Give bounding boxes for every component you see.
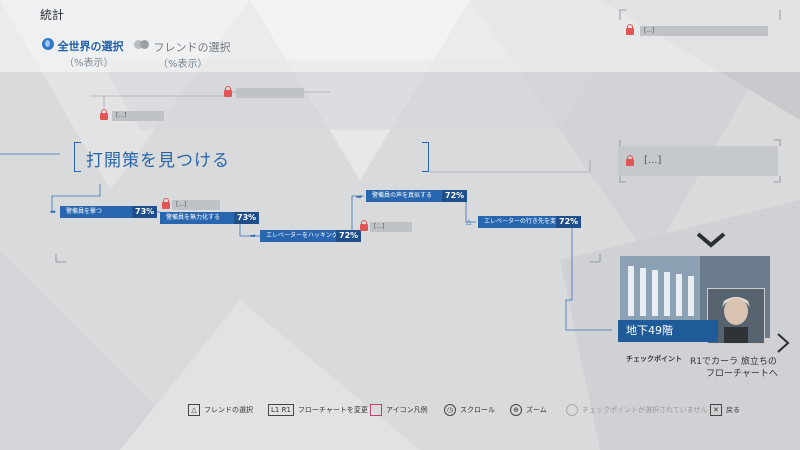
locked-node-left[interactable]: [...]: [112, 111, 164, 121]
arrow-icon: ➡: [250, 232, 256, 240]
node-mimic-guard[interactable]: 警備員の声を真似する: [366, 190, 444, 202]
friends-icon: [134, 38, 150, 51]
square-button-icon: [370, 404, 382, 416]
node-subdue-guard-pct: 73%: [234, 212, 260, 224]
checkpoint-location[interactable]: 地下49階: [618, 320, 718, 342]
heading-bracket-right: [422, 142, 429, 172]
global-choice-sub: （%表示）: [64, 58, 114, 69]
global-choice-label: 全世界の選択: [57, 40, 124, 53]
cross-button-icon: ✕: [710, 404, 722, 416]
scroll-control[interactable]: ◷ スクロール: [444, 404, 495, 416]
arrow-icon: ➡: [356, 193, 362, 201]
character-portrait: [707, 288, 765, 344]
locked-node-upper[interactable]: [236, 88, 304, 98]
friend-choice-label: フレンドの選択: [153, 41, 231, 54]
locked-node-right-label: [...]: [644, 155, 662, 166]
node-mimic-guard-pct: 72%: [442, 190, 468, 202]
node-change-destination-pct: 72%: [556, 216, 582, 228]
flow-heading: 打開策を見つける: [86, 151, 230, 171]
friend-choice-toggle[interactable]: フレンドの選択 （%表示）: [134, 38, 231, 70]
friend-choice-sub: （%表示）: [158, 59, 208, 70]
circle-button-icon: [566, 404, 578, 416]
node-hack-elevator[interactable]: エレベーターをハッキングする: [260, 230, 350, 242]
left-stick-icon: ◷: [444, 404, 456, 416]
locked-node-right[interactable]: [618, 146, 778, 176]
checkpoint-label: チェックポイント: [626, 355, 682, 363]
node-hack-elevator-pct: 72%: [336, 230, 362, 242]
chevron-down-icon[interactable]: [696, 232, 726, 248]
node-change-destination[interactable]: エレベーターの行き先を変える: [478, 216, 568, 228]
triangle-button-icon: △: [188, 404, 200, 416]
heading-bracket-left: [74, 142, 81, 172]
lock-icon: [360, 220, 368, 231]
right-stick-icon: ⊕: [510, 404, 522, 416]
chevron-right-icon[interactable]: [776, 332, 790, 354]
node-subdue-guard[interactable]: 警備員を無力化する: [160, 212, 236, 224]
flowchart-switch-control[interactable]: L1 R1 フローチャートを変更: [268, 404, 368, 416]
locked-node-top-right[interactable]: [...]: [640, 26, 768, 36]
r1-hint-line1: R1でカーラ 旅立ちの: [690, 357, 777, 367]
global-choice-toggle[interactable]: 全世界の選択 （%表示）: [42, 38, 124, 69]
node-shoot-guard[interactable]: 警備員を撃つ: [60, 206, 134, 218]
stats-title: 統計: [40, 8, 65, 22]
checkpoint-control: チェックポイントが選択されていません: [566, 404, 708, 416]
zoom-control[interactable]: ⊕ ズーム: [510, 404, 547, 416]
locked-node-mid[interactable]: [...]: [172, 200, 220, 210]
triangle-icon: △: [466, 218, 472, 226]
r1-hint-line2: フローチャートへ: [706, 369, 778, 379]
lock-icon: [224, 86, 232, 97]
node-shoot-guard-pct: 73%: [132, 206, 158, 218]
locked-node-lower[interactable]: [...]: [370, 222, 412, 232]
legend-control[interactable]: アイコン凡例: [370, 404, 428, 416]
l1r1-button-icon: L1 R1: [268, 404, 294, 416]
lock-icon: [162, 198, 170, 209]
lock-icon: [626, 155, 634, 166]
globe-icon: [42, 38, 54, 50]
lock-icon: [626, 24, 634, 35]
lock-icon: [100, 109, 108, 120]
friends-control[interactable]: △ フレンドの選択: [188, 404, 253, 416]
back-control[interactable]: ✕ 戻る: [710, 404, 740, 416]
arrow-icon: ➡: [50, 208, 56, 216]
